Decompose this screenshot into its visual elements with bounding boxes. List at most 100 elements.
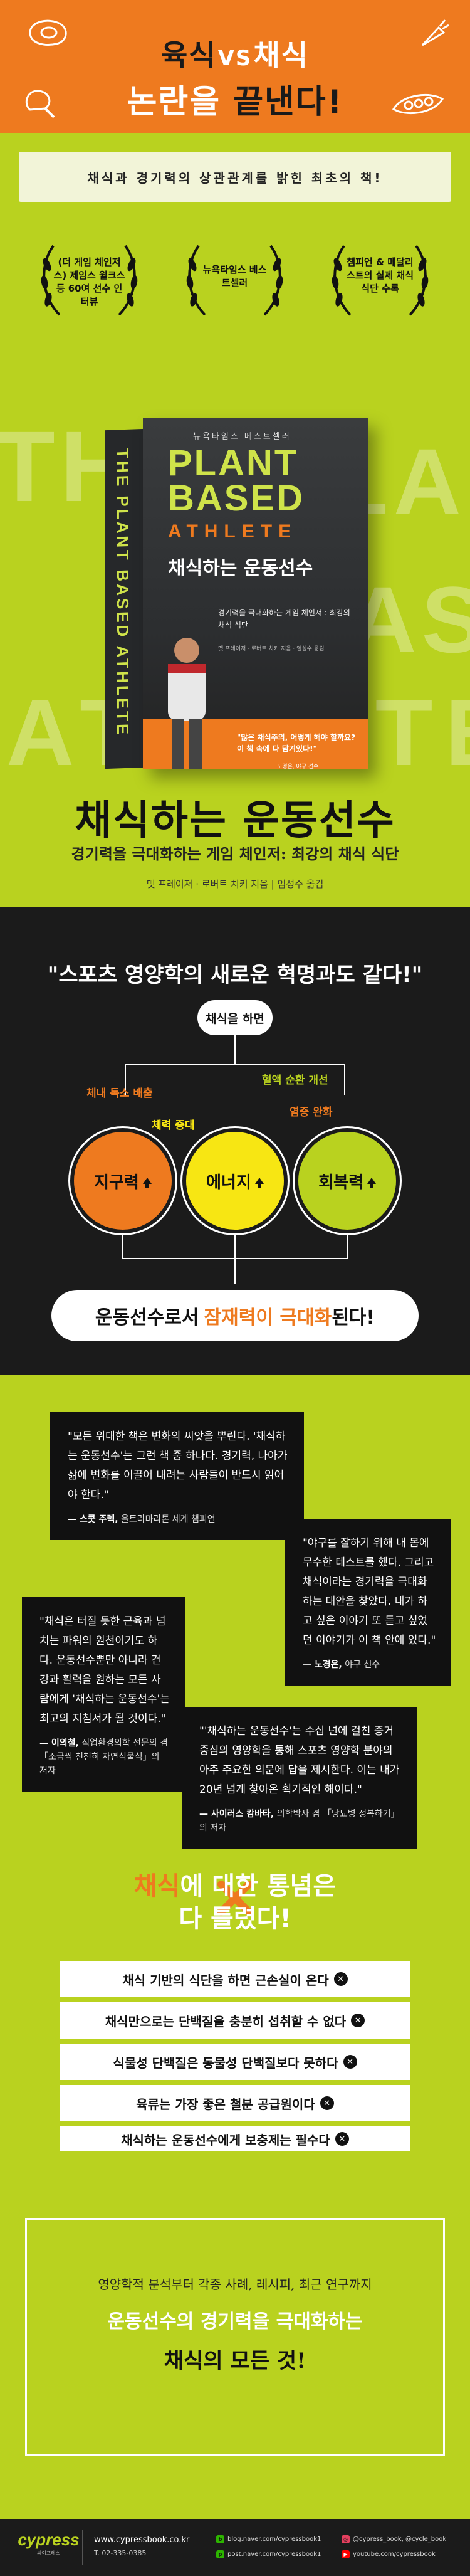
- drumstick-icon: [25, 90, 55, 119]
- myth-item-text: 식물성 단백질은 동물성 단백질보다 못하다: [113, 2055, 338, 2071]
- quote-4-name: — 사이러스 캄바타,: [199, 1809, 274, 1819]
- quote-2-source: — 노경은, 야구 선수: [303, 1658, 436, 1672]
- myth-item: 육류는 가장 좋은 철분 공급원이다✕: [60, 2085, 410, 2121]
- close-icon: ✕: [343, 2055, 357, 2069]
- big-x-icon: [217, 1881, 253, 1916]
- peas-icon: [392, 94, 444, 114]
- award-text-1: (더 게임 체인저스) 제임스 윌크스 등 60여 선수 인터뷰: [53, 256, 125, 307]
- quote-1-text: "모든 위대한 책은 변화의 씨앗을 뿌린다. '채식하는 운동선수'는 그런 …: [68, 1430, 288, 1501]
- publisher-logo: cypress 싸이프레스: [15, 2530, 83, 2565]
- award-badge-1: (더 게임 체인저스) 제임스 윌크스 등 60여 선수 인터뷰: [34, 233, 144, 327]
- myth-item: 채식 기반의 식단을 하면 근손실이 온다 ✕: [60, 1961, 410, 1997]
- circle-recovery-label: 회복력: [318, 1173, 363, 1192]
- instagram-link[interactable]: ◎@cypress_book, @cycle_book: [342, 2535, 446, 2543]
- logo-text: cypress: [18, 2530, 80, 2549]
- youtube-text: youtube.com/cypressbook: [353, 2551, 436, 2558]
- header-line-2b: 끝낸다!: [233, 83, 343, 121]
- youtube-icon: ▶: [342, 2550, 350, 2558]
- quote-4-role: 의학박사 겸 「당뇨병 정복하기」의 저자: [199, 1809, 400, 1833]
- quote-card-4: "'채식하는 운동선수'는 수십 년에 걸친 증거 중심의 영양학을 통해 스포…: [182, 1707, 417, 1849]
- header-line-2: 논란을 끝낸다!: [0, 75, 470, 122]
- header-line-1: 육식VS채식: [0, 33, 470, 74]
- book-subtitle-main: 경기력을 극대화하는 게임 체인저: 최강의 채식 식단: [71, 845, 399, 863]
- laurel-icon: [41, 245, 138, 316]
- carrot-icon: [421, 19, 449, 46]
- quote-3-role: 직업환경의학 전문의 겸 「조금씩 천천히 자연식물식」의 저자: [39, 1738, 168, 1776]
- logo-sub: 싸이프레스: [37, 2550, 60, 2556]
- effect-circulation: 혈액 순환 개선: [262, 1074, 328, 1087]
- myth-item-text: 채식만으로는 단백질을 충분히 섭취할 수 없다: [105, 2014, 347, 2029]
- book-title-en: PLANT BASED: [168, 445, 305, 517]
- instagram-icon: ◎: [342, 2535, 350, 2543]
- book-cover-section: 채식과 경기력의 상관관계를 밝힌 최초의 책! (더 게임 체인저스) 제임스…: [0, 133, 470, 907]
- quotes-myths-section: "모든 위대한 책은 변화의 씨앗을 뿌린다. '채식하는 운동선수'는 그런 …: [0, 1375, 470, 2155]
- effect-stamina: 체력 증대: [152, 1119, 195, 1132]
- close-icon: ✕: [333, 1972, 348, 1986]
- summary-line-2: 운동선수의 경기력을 극대화하는: [107, 2311, 363, 2333]
- quote-3-name: — 이의철,: [39, 1738, 79, 1748]
- close-icon: ✕: [320, 2096, 334, 2110]
- myth-item-text: 채식 기반의 식단을 하면 근손실이 온다: [122, 1972, 329, 1988]
- quote-4-text: "'채식하는 운동선수'는 수십 년에 걸친 증거 중심의 영양학을 통해 스포…: [199, 1725, 400, 1796]
- summary-line-3: 채식의 모든 것!: [164, 2348, 306, 2373]
- myth-head-c: 다 틀렸다!: [179, 1904, 291, 1933]
- intro-strip: 채식과 경기력의 상관관계를 밝힌 최초의 책!: [19, 152, 451, 202]
- book-quote: "많은 채식주의, 어떻게 해야 할까요? 이 책 속에 다 담겨있다!": [237, 732, 355, 754]
- myth-item: 채식만으로는 단백질을 충분히 섭취할 수 없다 ✕: [60, 2002, 410, 2039]
- circle-energy: 에너지: [182, 1128, 288, 1233]
- book-spine: THE PLANT BASED ATHLETE: [105, 428, 144, 769]
- diagram-headline: "스포츠 영양학의 새로운 혁명과도 같다!": [47, 963, 423, 988]
- header-banner: 육식VS채식 논란을 끝낸다!: [0, 0, 470, 133]
- book-subtitle: 경기력을 극대화하는 게임 체인저 : 최강의 채식 식단: [218, 608, 350, 630]
- meat-icon: [29, 19, 67, 46]
- book-series: 뉴욕타임스 베스트셀러: [193, 432, 291, 441]
- diagram-root: 채식을 하면: [197, 1000, 273, 1035]
- website-link[interactable]: www.cypressbook.co.kr: [94, 2535, 190, 2545]
- award-text-2: 뉴욕타임스 베스트셀러: [202, 264, 267, 288]
- circle-endurance: 지구력: [70, 1128, 175, 1233]
- close-icon: ✕: [351, 2014, 365, 2027]
- circle-recovery: 회복력: [295, 1128, 400, 1233]
- quote-3-source: — 이의철, 직업환경의학 전문의 겸 「조금씩 천천히 자연식물식」의 저자: [39, 1736, 170, 1778]
- circle-endurance-label: 지구력: [94, 1173, 139, 1192]
- athlete-photo: [168, 638, 206, 769]
- header-meat-word: 육식: [160, 38, 217, 72]
- quote-2-role: 야구 선수: [345, 1660, 380, 1670]
- blog-text: blog.naver.com/cypressbook1: [227, 2536, 321, 2543]
- result-c: 된다!: [332, 1307, 375, 1329]
- myth-item: 채식하는 운동선수에게 보충제는 필수다✕: [60, 2126, 410, 2151]
- instagram-text: @cypress_book, @cycle_book: [353, 2536, 447, 2543]
- circle-energy-label: 에너지: [206, 1173, 251, 1192]
- book-quote-source: 노경은, 야구 선수: [277, 764, 319, 770]
- myth-head-b: 에 대한 통념은: [180, 1872, 337, 1901]
- myth-item: 식물성 단백질은 동물성 단백질보다 못하다 ✕: [60, 2044, 410, 2080]
- arrow-up-icon: [254, 1178, 264, 1188]
- myth-headline: 채식에 대한 통념은 다 틀렸다!: [0, 1870, 470, 1935]
- result-a: 운동선수로서: [95, 1307, 199, 1329]
- benefit-diagram-section: "스포츠 영양학의 새로운 혁명과도 같다!" 채식을 하면 체내 독소 배출 …: [0, 907, 470, 1375]
- quote-2-text: "야구를 잘하기 위해 내 몸에 무수한 테스트를 했다. 그리고 채식이라는 …: [303, 1537, 436, 1647]
- phone-number: T. 02-335-0385: [94, 2549, 147, 2557]
- laurel-icon: [332, 245, 429, 316]
- summary-line-1: 영양학적 분석부터 각종 사례, 레시피, 최근 연구까지: [98, 2277, 372, 2292]
- diagram-connectors: [122, 1035, 348, 1284]
- quote-card-3: "채식은 터질 듯한 근육과 넘치는 파워의 원천이기도 하다. 운동선수뿐만 …: [22, 1597, 185, 1792]
- header-veg-word: 채식: [253, 38, 310, 72]
- book-quote-2: 이 책 속에 다 담겨있다!": [237, 744, 317, 753]
- close-icon: ✕: [335, 2132, 349, 2146]
- book-3d-cover: THE PLANT BASED ATHLETE 뉴욕타임스 베스트셀러 PLAN…: [105, 418, 368, 770]
- award-text-3: 챔피언 & 메달리스트의 실제 채식 식단 수록: [346, 256, 414, 294]
- blog-icon: b: [216, 2535, 224, 2543]
- book-authors: 맷 프레이저 · 로버트 치키 지음 · 엄성수 옮김: [218, 646, 325, 652]
- book-front: 뉴욕타임스 베스트셀러 PLANT BASED ATHLETE 채식하는 운동선…: [143, 418, 368, 770]
- book-credits: 맷 프레이저 · 로버트 치키 지음 | 엄성수 옮김: [146, 879, 324, 890]
- award-badge-3: 챔피언 & 메달리스트의 실제 채식 식단 수록: [325, 233, 435, 327]
- myth-headline-1: 채식에 대한 통념은: [0, 1870, 470, 1903]
- youtube-link[interactable]: ▶youtube.com/cypressbook: [342, 2550, 436, 2558]
- book-quote-1: "많은 채식주의, 어떻게 해야 할까요?: [237, 733, 356, 742]
- footer-section: 영양학적 분석부터 각종 사례, 레시피, 최근 연구까지 운동선수의 경기력을…: [0, 2155, 470, 2576]
- award-badge-2: 뉴욕타임스 베스트셀러: [180, 233, 290, 327]
